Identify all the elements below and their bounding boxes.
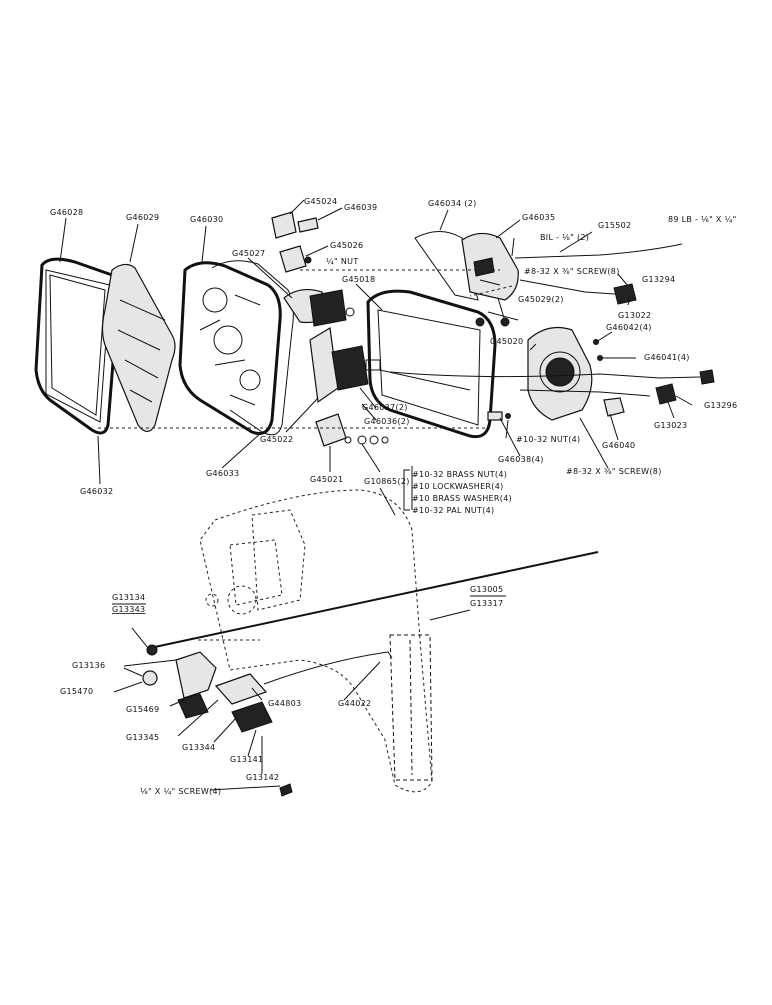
label-nut-1032: #10-32 NUT(4) [516,435,580,444]
label-g46033: G46033 [206,469,239,478]
dial-plate-part [178,261,282,435]
label-g13022: G13022 [618,311,651,320]
label-g13134: G13134 [112,593,145,602]
label-g46030: G46030 [190,215,223,224]
switch-parts [142,644,393,797]
label-g45018: G45018 [342,275,375,284]
label-g13023: G13023 [654,421,687,430]
back-plate-parts [414,231,519,301]
cables [389,243,715,421]
label-g45021: G45021 [310,475,343,484]
label-g45022: G45022 [260,435,293,444]
label-g13343: G13343 [112,605,145,614]
cab-outline [198,489,433,793]
label-g46036: G46036(2) [364,417,410,426]
label-g45027: G45027 [232,249,265,258]
label-g45029: G45029(2) [518,295,564,304]
label-g46040: G46040 [602,441,635,450]
label-g46029: G46029 [126,213,159,222]
label-g46041: G46041(4) [644,353,690,362]
label-g13317: G13317 [470,599,503,608]
label-g13294: G13294 [642,275,675,284]
label-g46042: G46042(4) [606,323,652,332]
label-lockwasher: #10 LOCKWASHER(4) [412,482,504,491]
label-g44803: G44803 [268,699,301,708]
label-g46037: G46037(2) [362,403,408,412]
label-g45024: G45024 [304,197,337,206]
label-g13142: G13142 [246,773,279,782]
label-g15470: G15470 [60,687,93,696]
glass-lens-part [101,263,176,433]
label-g13141: G13141 [230,755,263,764]
label-screw-832-a: #8-32 X ⅜" SCREW(8) [524,267,620,276]
label-g46038: G46038(4) [498,455,544,464]
long-cable [149,551,599,649]
label-g46034: G46034 (2) [428,199,477,208]
label-bil: BIL - ⅛" (2) [540,233,589,242]
label-g45026: G45026 [330,241,363,250]
bezel-frame-part [34,257,121,435]
label-g46032: G46032 [80,487,113,496]
right-plate-assembly [527,327,593,421]
label-g46028: G46028 [50,208,83,217]
mounting-plate-part [315,413,389,447]
label-pal-nut: #10-32 PAL NUT(4) [412,506,494,515]
label-g45020: G45020 [490,337,523,346]
label-nut-quarter: ¼" NUT [326,257,359,266]
washer-list-bracket [403,469,410,511]
housing-part [366,289,497,439]
label-g13136: G13136 [72,661,105,670]
label-screw-832-b: #8-32 X ⅜" SCREW(8) [566,467,662,476]
label-g15469: G15469 [126,705,159,714]
label-g13345: G13345 [126,733,159,742]
label-brass-washer: #10 BRASS WASHER(4) [412,494,512,503]
motor-part [309,327,381,404]
gasket-part [211,260,294,436]
label-g44022: G44022 [338,699,371,708]
label-g46035: G46035 [522,213,555,222]
part-labels: G46028 G46029 G46030 G45024 G46039 G4603… [50,197,737,796]
small-bracket-parts [271,211,355,327]
label-g46039: G46039 [344,203,377,212]
label-brass-nut: #10-32 BRASS NUT(4) [412,470,507,479]
label-screw-eighth: ⅛" X ¼" SCREW(4) [140,787,221,796]
label-g15502: G15502 [598,221,631,230]
label-g13344: G13344 [182,743,215,752]
leader-lines [59,199,693,791]
label-g13005: G13005 [470,585,503,594]
label-g10865: G10865(2) [364,477,410,486]
label-89lb: 89 LB - ⅛" X ¼" [668,215,737,224]
label-g13296: G13296 [704,401,737,410]
